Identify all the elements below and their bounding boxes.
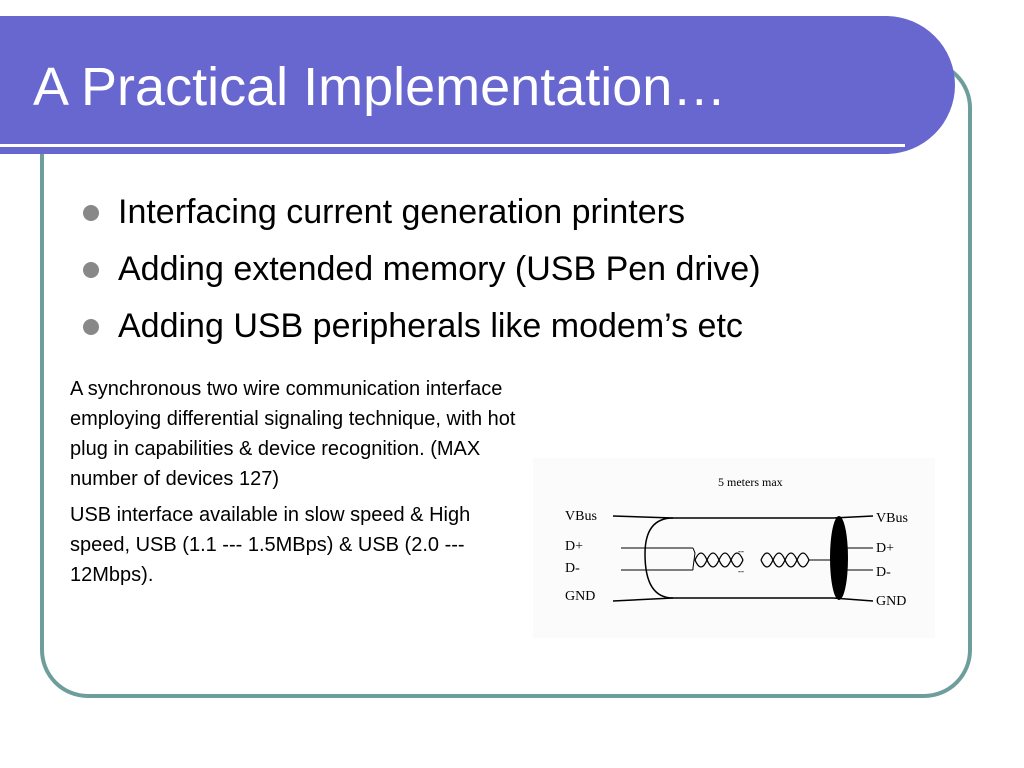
bullet-item: Interfacing current generation printers	[80, 188, 980, 245]
wire-vbus-right	[832, 515, 874, 519]
bullet-dot-icon	[83, 319, 99, 335]
cable-right-end	[830, 516, 848, 600]
length-label: 5 meters max	[718, 475, 783, 489]
bullet-text: Adding extended memory (USB Pen drive)	[118, 250, 761, 288]
bullet-item: Adding USB peripherals like modem’s etc	[80, 302, 980, 359]
title-underline	[0, 144, 905, 147]
bullet-item: Adding extended memory (USB Pen drive)	[80, 245, 980, 302]
pin-label-right: D+	[876, 541, 894, 556]
bullet-list: Interfacing current generation printers …	[80, 188, 980, 359]
gap-mark: --	[738, 566, 744, 576]
usb-cable-svg: 5 meters max -- -- VBus D+ D- GND	[565, 475, 908, 609]
usb-cable-diagram: 5 meters max -- -- VBus D+ D- GND	[533, 458, 935, 638]
cable-left-end	[644, 517, 674, 599]
bullet-text: Interfacing current generation printers	[118, 193, 685, 231]
pin-label-left: D-	[565, 561, 580, 576]
twisted-pair-left-b	[694, 552, 744, 568]
twisted-pair-right-b	[760, 552, 810, 568]
bullet-text: Adding USB peripherals like modem’s etc	[118, 307, 743, 345]
gap-mark: --	[738, 546, 744, 556]
slide-title: A Practical Implementation…	[33, 57, 727, 117]
title-bar: A Practical Implementation…	[0, 16, 955, 154]
description-paragraph: A synchronous two wire communication int…	[70, 378, 516, 490]
wire-gnd-right	[832, 597, 874, 602]
description-block: A synchronous two wire communication int…	[70, 374, 530, 596]
pin-label-right: GND	[876, 594, 906, 609]
pin-label-left: GND	[565, 589, 595, 604]
wire-vbus-left	[612, 515, 674, 519]
pin-label-right: D-	[876, 565, 891, 580]
bullet-dot-icon	[83, 205, 99, 221]
bullet-dot-icon	[83, 262, 99, 278]
pin-label-left: VBus	[565, 509, 597, 524]
description-paragraph: USB interface available in slow speed & …	[70, 504, 471, 586]
pair-start-left	[692, 547, 696, 570]
pin-label-left: D+	[565, 539, 583, 554]
pin-label-right: VBus	[876, 511, 908, 526]
wire-gnd-left	[612, 597, 674, 602]
